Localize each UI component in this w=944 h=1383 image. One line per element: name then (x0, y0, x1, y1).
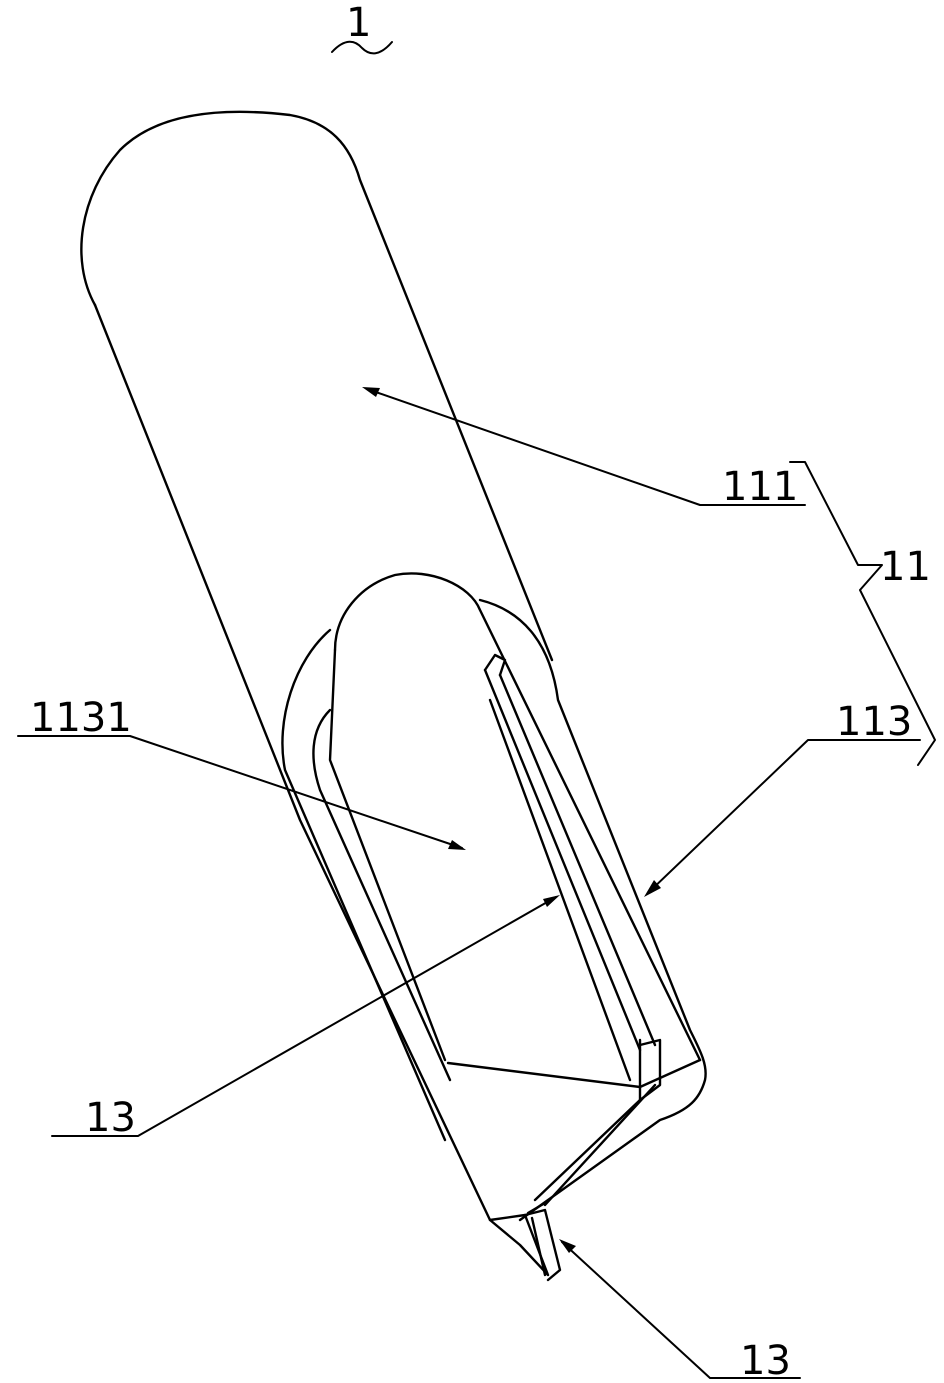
leader-1131: 1131 (17, 695, 466, 850)
label-113: 113 (836, 699, 912, 745)
blade-channel (446, 653, 702, 1207)
label-111: 111 (722, 464, 798, 510)
bracket-11: 11 (789, 461, 936, 766)
label-13-tip: 13 (740, 1338, 791, 1383)
insert-outline (281, 572, 707, 1222)
leader-13-middle: 13 (51, 895, 560, 1141)
assembly-label: 1 (346, 0, 371, 46)
leader-113: 113 (644, 699, 921, 897)
label-11: 11 (880, 544, 931, 590)
assembly-label-group: 1 (331, 0, 393, 55)
label-1131: 1131 (30, 695, 132, 741)
tip-blade (488, 1201, 562, 1282)
tilde-mark (331, 40, 393, 55)
main-body-outline (80, 110, 554, 1222)
leader-13-tip: 13 (559, 1239, 801, 1383)
label-13-middle: 13 (85, 1095, 136, 1141)
leader-111: 111 (362, 387, 806, 510)
